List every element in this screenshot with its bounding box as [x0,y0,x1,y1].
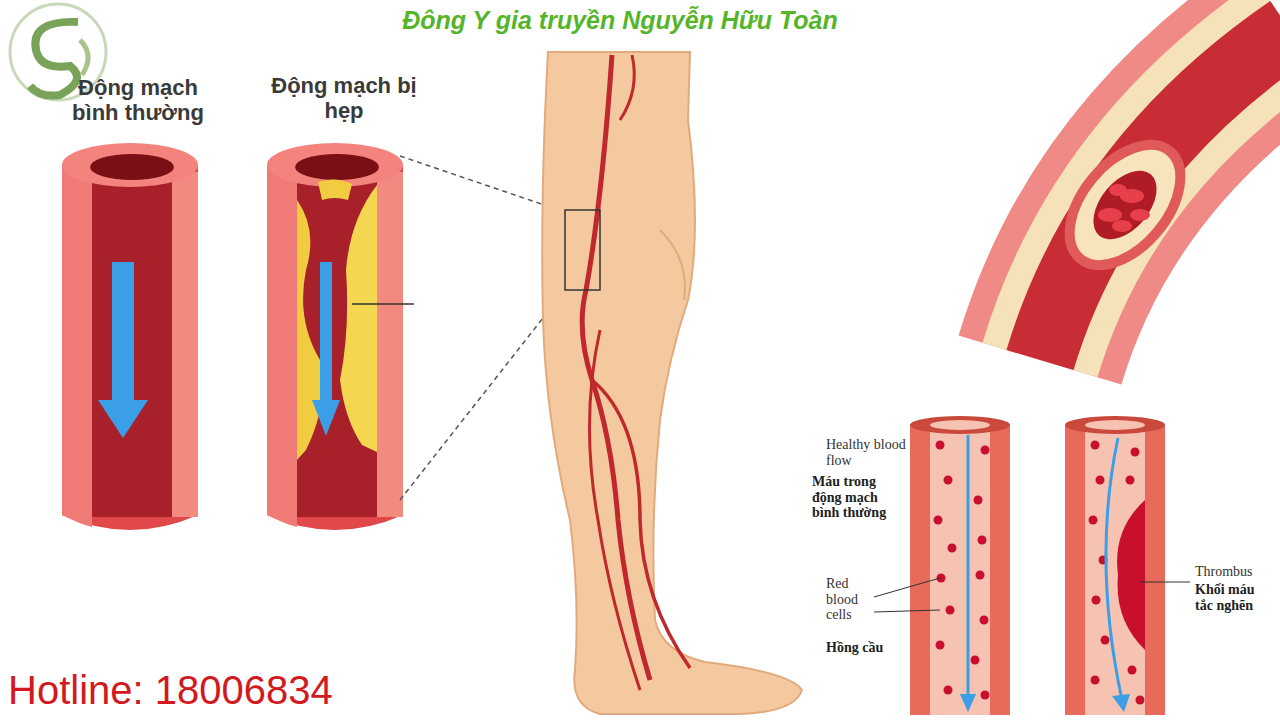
artery-cutaway [1112,220,1132,232]
blocked-vessel [1065,416,1165,434]
narrowed-artery [267,165,403,530]
normal-artery [172,172,198,517]
healthy-vessel [937,574,946,583]
healthy-vessel [930,425,990,715]
narrowed-artery [352,303,414,305]
healthy-vessel [981,691,990,700]
healthy-vessel [944,476,953,485]
normal-artery [90,154,174,180]
vietnamese-label: Máu trong động mạch bình thường [812,474,908,521]
narrowed-artery [377,172,403,517]
normal-artery [98,400,148,438]
logo [30,22,78,96]
logo [80,40,88,75]
normal-artery [62,165,198,530]
artery-label: Động mạch bị hẹp [258,74,430,123]
english-label: Thrombus [1195,564,1275,580]
healthy-vessel [910,425,1010,715]
artery-cutaway [1130,209,1150,221]
healthy-vessel [934,441,990,700]
artery-cutaway [1040,30,1280,360]
healthy-vessel [910,416,1010,434]
blocked-vessel [1085,420,1145,430]
narrowed-artery [320,262,332,402]
leg [542,52,802,714]
zoom-lines [400,156,565,500]
healthy-vessel [948,544,957,553]
leg [660,230,685,300]
blocked-vessel [1092,596,1101,605]
blocked-vessel [1065,416,1165,715]
english-label: Healthy blood flow [826,437,908,468]
narrowed-artery [267,165,297,527]
artery-cutaway [1040,30,1280,360]
artery-cutaway [1098,208,1122,222]
narrowed-artery [340,185,377,452]
narrowed-artery [318,179,352,200]
normal-artery [62,143,198,530]
blocked-vessel [1101,636,1110,645]
normal-artery [112,262,134,402]
artery-cutaway [1040,30,1280,360]
blocked-vessel [1096,476,1105,485]
vietnamese-label: Khối máu tắc nghẽn [1195,582,1275,613]
blocked-vessel [1136,696,1145,705]
artery-cutaway [1081,159,1169,251]
narrowed-artery [267,143,414,530]
healthy-vessel [936,641,945,650]
hotline: Hotline: 18006834 [8,668,428,713]
blocked-vessel [1089,516,1098,525]
blocked-vessel [1106,438,1122,700]
blocked-vessel [1126,476,1135,485]
healthy-vessel [978,536,987,545]
zoom-lines [400,156,565,212]
healthy-vessel [944,686,953,695]
leader-lines [1140,582,1190,583]
normal-artery [62,143,198,187]
blocked-vessel [1131,448,1140,457]
healthy-vessel [936,441,945,450]
healthy-vessel [971,656,980,665]
normal-artery [92,172,172,517]
healthy-vessel [974,496,983,505]
narrowed-artery [297,172,377,517]
narrowed-artery [295,154,379,180]
healthy-vessel [980,616,989,625]
healthy-vessel [967,435,970,696]
vietnamese-label: Hồng cầu [826,640,908,656]
leg [565,210,600,290]
normal-artery [62,165,92,527]
healthy-vessel [946,606,955,615]
narrowed-artery [297,200,323,460]
leader-lines [874,578,940,597]
artery-cutaway [1040,30,1280,360]
leader-lines [874,610,940,612]
healthy-vessel [910,416,1010,715]
leg [589,330,640,690]
blocked-vessel [1128,666,1137,675]
zoom-lines [400,290,565,500]
blocked-vessel [1091,441,1100,450]
leg [592,380,690,668]
healthy-vessel [976,571,985,580]
blocked-vessel [1065,425,1165,715]
narrowed-artery [312,400,340,436]
blocked-vessel [1112,694,1130,712]
brand-title: Đông Y gia truyền Nguyễn Hữu Toàn [380,6,860,34]
healthy-vessel [960,694,976,712]
healthy-vessel [930,420,990,430]
leg [620,55,634,120]
blocked-vessel [1085,425,1145,715]
artery-label: Động mạch bình thường [52,76,224,125]
artery-cutaway [1109,184,1127,196]
healthy-vessel [981,446,990,455]
leg [542,52,802,714]
healthy-vessel [934,516,943,525]
english-label: Red blood cells [826,576,872,623]
blocked-vessel [1117,500,1145,650]
leader-lines [874,578,1190,612]
blocked-vessel [1091,676,1100,685]
artery-cutaway [1048,124,1202,285]
